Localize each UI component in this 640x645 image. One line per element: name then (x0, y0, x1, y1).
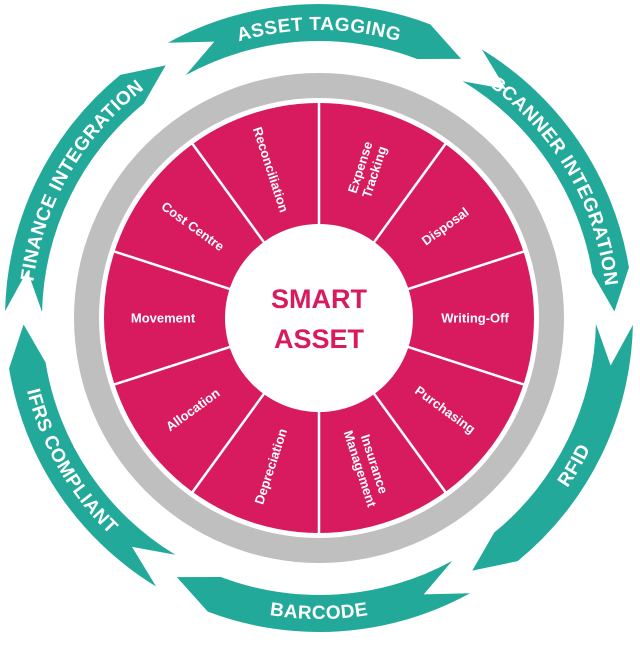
segment-divider (191, 142, 266, 245)
segment-divider (191, 391, 266, 494)
outer-ring-arrow-finance-integration (5, 65, 166, 312)
outer-ring-text-barcode: BARCODE (269, 599, 369, 624)
segment-divider (406, 250, 525, 291)
outer-ring-arrow-scanner-integration (462, 49, 629, 312)
segment-label-writing-off: Writing-Off (441, 311, 509, 326)
center-title-line-1: SMART (271, 284, 367, 314)
outer-ring-arrow-barcode (176, 560, 471, 632)
segment-divider (406, 345, 525, 386)
outer-ring-label-barcode: BARCODE (269, 599, 370, 624)
outer-ring-arrow-ifrs-compliant (9, 324, 176, 587)
outer-ring-arrow-asset-tagging (167, 4, 462, 76)
segment-writing-off: Writing-Off (441, 311, 509, 326)
center-circle (225, 224, 413, 412)
outer-ring-arrow-rfid (472, 324, 633, 571)
segment-divider (372, 142, 447, 245)
segment-divider (113, 345, 232, 386)
segment-divider (372, 391, 447, 494)
segment-divider (113, 250, 232, 291)
segment-movement: Movement (131, 311, 196, 326)
segment-label-movement: Movement (131, 311, 196, 326)
center-title-line-2: ASSET (274, 324, 365, 354)
